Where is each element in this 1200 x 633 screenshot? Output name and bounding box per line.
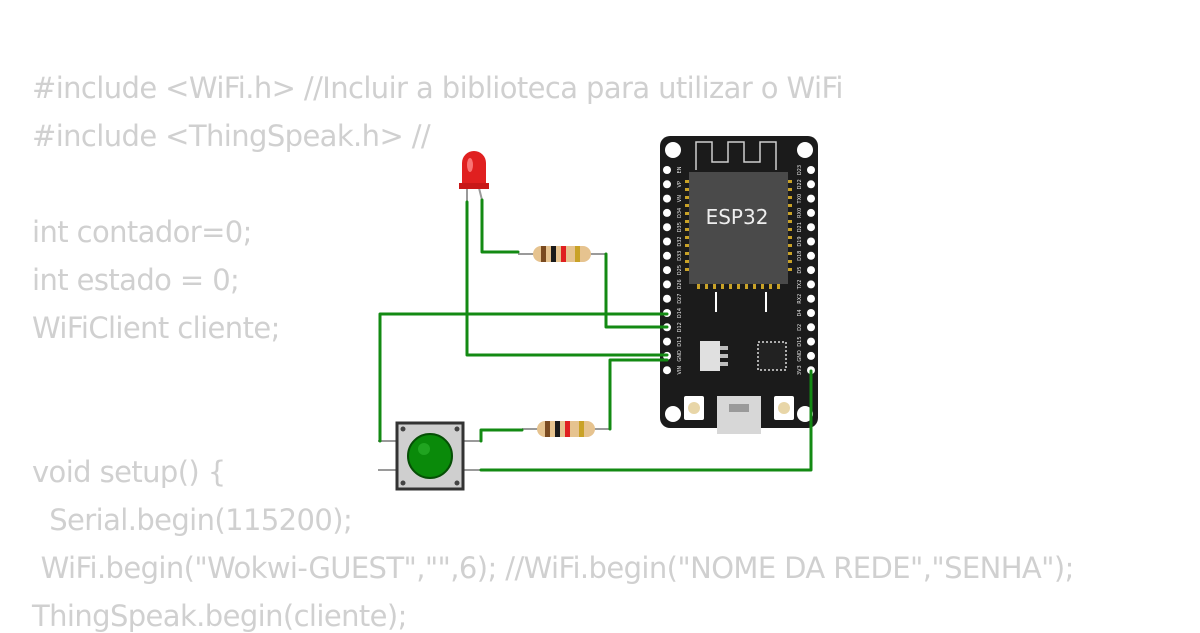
pin-d35[interactable] xyxy=(663,223,671,232)
pin-d19[interactable] xyxy=(807,237,815,246)
pin-d33[interactable] xyxy=(663,251,671,260)
resistor-button[interactable] xyxy=(522,421,610,437)
resistor-led[interactable] xyxy=(518,246,606,262)
pin-label: D35 xyxy=(677,222,683,232)
esp32-module: ESP32 xyxy=(685,172,792,289)
pin-label: D25 xyxy=(677,265,683,275)
pin-tx2[interactable] xyxy=(807,280,815,289)
pin-label: D15 xyxy=(797,336,803,346)
pin-label: VIN xyxy=(677,366,683,375)
pin-label: D18 xyxy=(797,251,803,261)
pin-vn[interactable] xyxy=(663,194,671,203)
pin-label: TX0 xyxy=(797,194,803,205)
pin-d15[interactable] xyxy=(807,337,815,346)
pin-label: D19 xyxy=(797,236,803,246)
pin-d23[interactable] xyxy=(807,166,815,174)
pin-label: GND xyxy=(797,350,803,362)
pin-vin[interactable] xyxy=(663,366,671,375)
pin-label: VP xyxy=(677,181,683,187)
red-led[interactable] xyxy=(459,151,489,202)
pin-label: D5 xyxy=(797,267,803,274)
pin-d22[interactable] xyxy=(807,180,815,189)
pin-d25[interactable] xyxy=(663,266,671,275)
pin-label: D33 xyxy=(677,251,683,261)
pin-rx0[interactable] xyxy=(807,208,815,217)
pin-label: D2 xyxy=(797,324,803,331)
chip-label: ESP32 xyxy=(706,205,769,229)
pin-gnd[interactable] xyxy=(807,351,815,360)
pin-label: D22 xyxy=(797,179,803,189)
pin-vp[interactable] xyxy=(663,180,671,189)
pin-d2[interactable] xyxy=(807,323,815,332)
pin-label: D27 xyxy=(677,294,683,304)
voltage-regulator xyxy=(700,341,728,371)
pin-d5[interactable] xyxy=(807,266,815,275)
pin-label: D32 xyxy=(677,236,683,246)
reset-button[interactable] xyxy=(774,396,794,420)
pin-label: D21 xyxy=(797,222,803,232)
micro-usb-port xyxy=(717,396,761,434)
pin-label: TX2 xyxy=(797,280,803,291)
pin-label: EN xyxy=(677,166,683,173)
boot-button[interactable] xyxy=(684,396,704,420)
pin-d27[interactable] xyxy=(663,294,671,303)
pin-tx0[interactable] xyxy=(807,194,815,203)
pin-d18[interactable] xyxy=(807,251,815,260)
pin-d4[interactable] xyxy=(807,309,815,317)
pin-d13[interactable] xyxy=(663,337,671,346)
usb-chip xyxy=(757,341,787,371)
pin-label: RX2 xyxy=(797,294,803,304)
pin-en[interactable] xyxy=(663,166,671,174)
pin-rx2[interactable] xyxy=(807,294,815,303)
pin-label: VN xyxy=(677,195,683,202)
pin-label: D12 xyxy=(677,322,683,332)
push-button[interactable] xyxy=(378,421,481,491)
pin-label: D14 xyxy=(677,308,683,318)
pin-d32[interactable] xyxy=(663,237,671,246)
pin-d21[interactable] xyxy=(807,223,815,232)
pin-label: D26 xyxy=(677,279,683,289)
pin-label: RX0 xyxy=(797,208,803,218)
wires xyxy=(378,198,813,472)
pin-d34[interactable] xyxy=(663,208,671,217)
pin-label: D34 xyxy=(677,208,683,218)
pin-label: D13 xyxy=(677,336,683,346)
pin-label: D23 xyxy=(797,165,803,175)
pin-label: D4 xyxy=(797,309,803,316)
pin-label: GND xyxy=(677,350,683,362)
pin-label: 3V3 xyxy=(797,365,803,375)
pin-d26[interactable] xyxy=(663,280,671,289)
